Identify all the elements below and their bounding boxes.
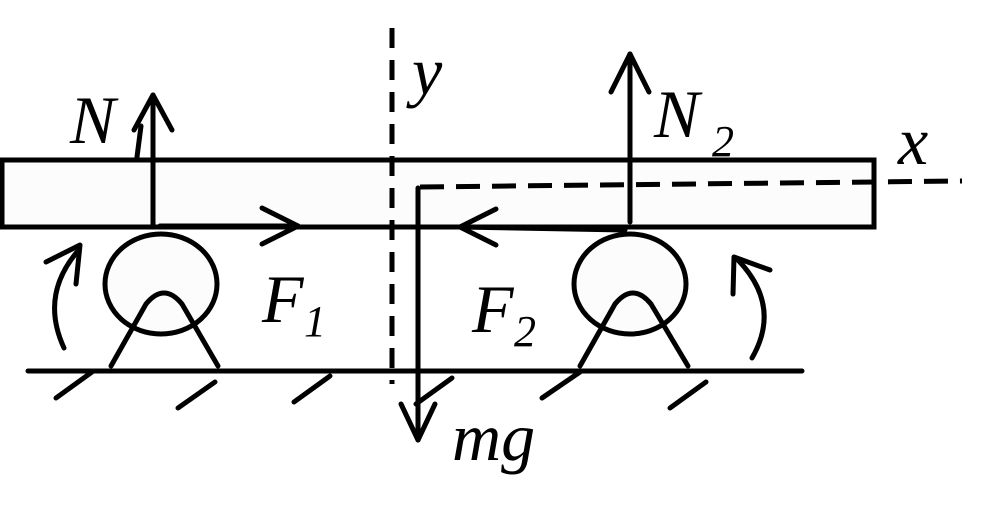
- ground: [25, 368, 805, 411]
- friction-force-1-arrow: [157, 205, 301, 247]
- y-axis-label: y: [406, 33, 443, 109]
- normal-force-2-arrow: [608, 51, 652, 225]
- normal-force-1-arrow: [131, 92, 175, 229]
- f2-label: F: [471, 271, 515, 347]
- n2-label: N: [653, 76, 703, 152]
- left-rotation-arrow: [43, 242, 83, 351]
- left-roller: [102, 231, 220, 337]
- weight-label: mg: [452, 399, 535, 475]
- right-rotation-arrow: [730, 254, 773, 361]
- ground-hatch: [53, 369, 95, 401]
- ground-hatch: [413, 375, 455, 407]
- beam: [0, 157, 877, 230]
- left-support-pedestal: [108, 290, 221, 369]
- x-axis-dashed: [419, 178, 963, 190]
- f2-label-subscript: 2: [514, 307, 536, 356]
- ground-hatch: [539, 369, 583, 401]
- ground-hatch: [175, 379, 218, 411]
- left-roller-support: [102, 231, 221, 369]
- ground-hatch: [667, 379, 709, 411]
- x-axis-label: x: [897, 103, 928, 179]
- right-roller-support: [571, 231, 691, 369]
- right-support-pedestal: [577, 290, 691, 369]
- n1-label: N: [69, 82, 119, 158]
- n2-label-subscript: 2: [712, 117, 734, 166]
- weight-force-arrow: [398, 185, 438, 443]
- f1-label-subscript: 1: [304, 297, 326, 346]
- right-roller: [571, 231, 689, 337]
- f1-label: F: [261, 261, 305, 337]
- friction-force-2-arrow: [457, 206, 628, 248]
- n1-label-tick: [134, 123, 144, 160]
- ground-hatch: [291, 373, 333, 405]
